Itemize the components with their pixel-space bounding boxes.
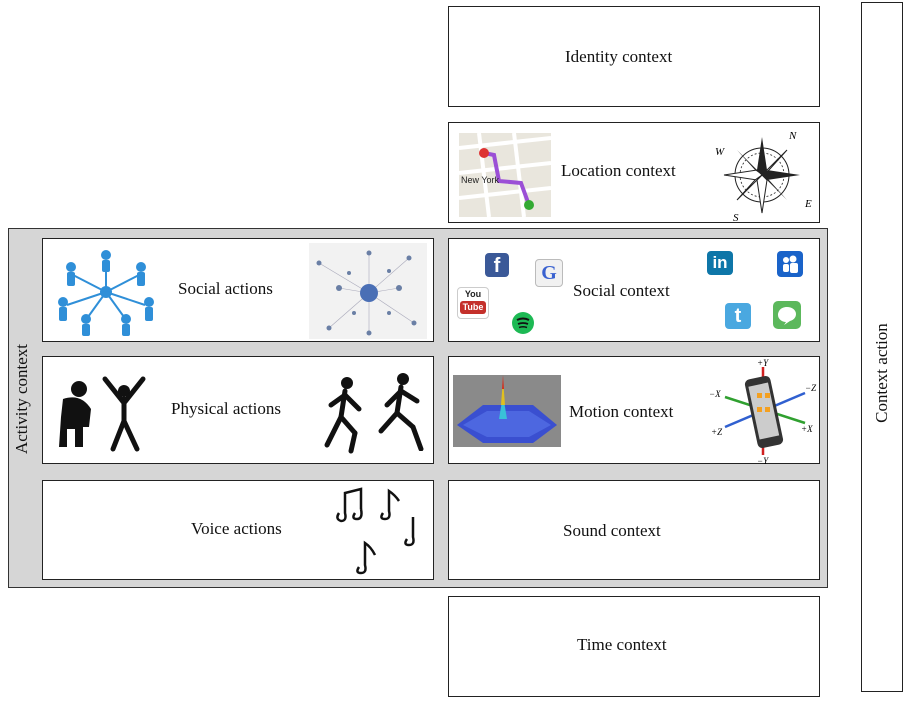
social-actions-label: Social actions [178,279,273,298]
time-context-box: Time context [448,596,820,697]
map-city-label: New York [461,175,500,185]
youtube-logo-icon: You Tube [457,287,489,319]
axis-px-label: +X [801,424,813,434]
spotify-logo-icon [512,312,534,334]
running-man-icon [378,373,424,451]
location-context-box: New York Location context N W E S [448,122,820,223]
music-notes-icon [336,487,415,575]
sound-context-box: Sound context [448,480,820,580]
axis-py-label: +Y [757,358,769,368]
sound-context-label: Sound context [563,521,661,540]
myspace-logo-icon [777,251,803,277]
axis-ny-label: −Y [757,456,769,465]
compass-w: W [715,146,725,158]
twitter-logo-text: t [734,305,742,327]
chat-logo-icon [773,301,801,329]
activity-context-label: Activity context [12,344,31,455]
running-woman-icon [324,377,362,454]
facebook-logo-text: f [493,255,501,277]
axis-nx-label: −X [709,389,721,399]
social-graph-icon [309,243,427,339]
twitter-logo-icon: t [725,303,751,329]
social-context-label: Social context [573,281,670,300]
facebook-logo-icon: f [485,253,509,277]
jumping-person-icon [102,376,146,452]
compass-n: N [788,130,797,142]
compass-s: S [733,212,739,221]
youtube-logo-bottom: Tube [460,301,486,314]
compass-e: E [804,198,812,210]
compass-rose-icon: N W E S [715,130,812,221]
tired-person-icon [59,381,91,447]
voice-actions-box: Voice actions [42,480,434,580]
voice-actions-label: Voice actions [191,519,282,538]
linkedin-logo-text: in [712,253,728,272]
physical-actions-label: Physical actions [171,399,282,418]
people-network-icon [58,250,154,336]
social-context-box: f G You Tube Social context in t [448,238,820,342]
axis-nz-label: −Z [805,383,817,393]
google-logo-text: G [541,262,557,284]
axis-pz-label: +Z [711,427,723,437]
linkedin-logo-icon: in [707,251,733,275]
physical-actions-box: Physical actions [42,356,434,464]
phone-axes-icon: +Y −Y −X +X +Z −Z [709,358,817,465]
youtube-logo-top: You [464,289,482,299]
social-actions-box: Social actions [42,238,434,342]
motion-surface-plot-image [453,375,561,447]
identity-context-box: Identity context [448,6,820,107]
identity-context-label: Identity context [565,47,673,66]
location-context-label: Location context [561,161,676,180]
context-action-label: Context action [872,323,891,423]
google-logo-icon: G [535,259,563,287]
context-action-box: Context action [861,2,903,692]
motion-context-label: Motion context [569,402,674,421]
motion-context-box: Motion context +Y −Y −X +X +Z −Z [448,356,820,465]
map-image: New York [459,133,551,217]
time-context-label: Time context [577,635,667,654]
